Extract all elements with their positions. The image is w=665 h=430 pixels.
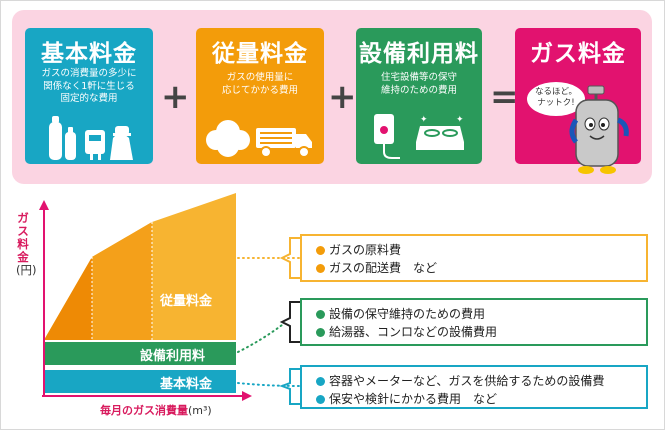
equipment-desc-line: 維持のための費用 [380,84,457,96]
water-heater-stove-icon: ✦ ✦ [374,114,464,159]
bullet-dot [316,263,325,273]
equals-operator: = [490,77,519,117]
plus-operator: + [161,77,190,117]
bullet-dot [316,376,325,386]
detail-text: 設備の保守維持のための費用 [329,307,486,321]
basic-fee-layer-label: 基本料金 [160,377,213,392]
x-axis-unit: (m³) [188,404,212,417]
equipment-fee-band [44,342,236,365]
detail-text: 給湯器、コンロなどの設備費用 [329,325,498,339]
basic-desc-line: ガスの消費量の多少に [41,68,137,79]
bubble-line: ナットク! [537,98,575,108]
equipment-fee-title: 設備利用料 [359,41,479,67]
variable-fee-step-2 [92,222,152,340]
equipment-fee-description: 住宅設備等の保守 維持のための費用 [360,72,478,97]
gas-cylinder-mascot-icon [569,85,629,174]
bubble-line: なるほど。 [534,87,578,97]
detail-text: 保安や検針にかかる費用 など [329,392,498,406]
gas-cloud-truck-icon [206,120,312,158]
basic-fee-description: ガスの消費量の多少に 関係なく1軒に生じる 固定的な費用 [29,68,149,106]
basic-fee-detail-box: 容器やメーターなど、ガスを供給するための設備費 保安や検針にかかる費用 など [300,365,648,409]
variable-fee-layer-label: 従量料金 [160,294,213,309]
gas-cylinder-meter-icon [49,116,133,160]
detail-text: ガスの配送費 など [329,261,438,275]
detail-item: ガスの配送費 など [316,259,636,277]
total-gas-fee-title: ガス料金 [530,41,626,67]
y-axis-label: ガス料金 (円) [16,211,37,277]
basic-fee-band [44,370,236,393]
detail-item: 保安や検針にかかる費用 など [316,390,636,408]
detail-text: 容器やメーターなど、ガスを供給するための設備費 [329,374,605,388]
basic-desc-line: 固定的な費用 [60,93,118,104]
variable-desc-line: 応じてかかる費用 [221,84,298,96]
variable-fee-detail-box: ガスの原料費 ガスの配送費 など [300,234,648,282]
equipment-fee-detail-box: 設備の保守維持のための費用 給湯器、コンロなどの設備費用 [300,298,648,346]
detail-item: 給湯器、コンロなどの設備費用 [316,323,636,341]
detail-item: ガスの原料費 [316,241,636,259]
y-axis-unit: (円) [16,263,37,277]
equipment-fee-layer-label: 設備利用料 [140,349,206,364]
variable-desc-line: ガスの使用量に [226,72,294,83]
detail-item: 設備の保守維持のための費用 [316,305,636,323]
y-axis-title: ガス料金 [17,211,29,264]
detail-item: 容器やメーターなど、ガスを供給するための設備費 [316,372,636,390]
variable-fee-description: ガスの使用量に 応じてかかる費用 [200,72,320,97]
svg-text:✦: ✦ [420,115,428,125]
bullet-dot [316,245,325,255]
x-axis-title: 毎月のガス消費量 [100,404,188,417]
svg-text:✦: ✦ [456,115,464,125]
speech-bubble: なるほど。 ナットク! [527,82,585,116]
plus-operator: + [328,77,357,117]
basic-desc-line: 関係なく1軒に生じる [43,80,135,92]
basic-fee-title: 基本料金 [41,41,137,67]
detail-text: ガスの原料費 [329,243,402,257]
bullet-dot [316,394,325,404]
variable-fee-step-1 [44,257,92,340]
equipment-desc-line: 住宅設備等の保守 [380,72,457,83]
equipment-fee-card: 設備利用料 住宅設備等の保守 維持のための費用 ✦ ✦ [356,28,482,164]
bullet-dot [316,327,325,337]
variable-fee-title: 従量料金 [212,41,308,67]
bullet-dot [316,309,325,319]
basic-fee-card: 基本料金 ガスの消費量の多少に 関係なく1軒に生じる 固定的な費用 [25,28,153,164]
variable-fee-card: 従量料金 ガスの使用量に 応じてかかる費用 [196,28,324,164]
x-axis-label: 毎月のガス消費量(m³) [100,402,212,418]
